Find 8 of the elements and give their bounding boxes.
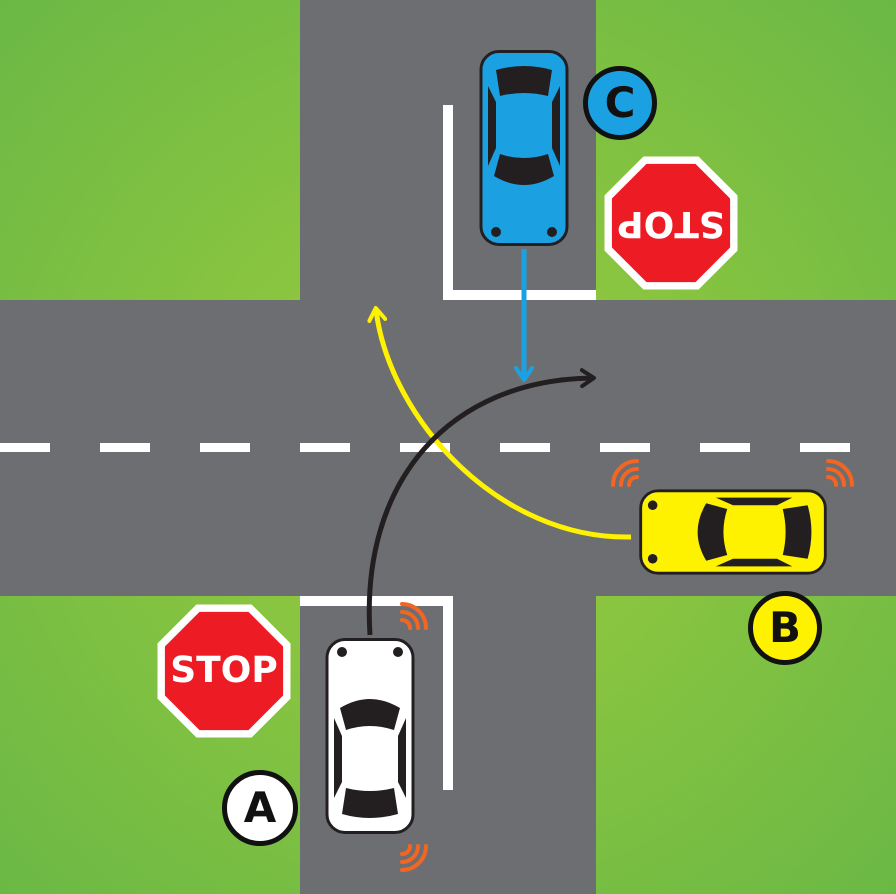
car-drawing [324,638,416,834]
badge-letter: B [768,607,801,649]
car-drawing [478,50,570,246]
badge-letter: C [604,82,636,124]
arrow [368,306,632,540]
arrow [514,249,534,382]
badge-letter: A [244,787,276,829]
arrow [367,368,596,636]
